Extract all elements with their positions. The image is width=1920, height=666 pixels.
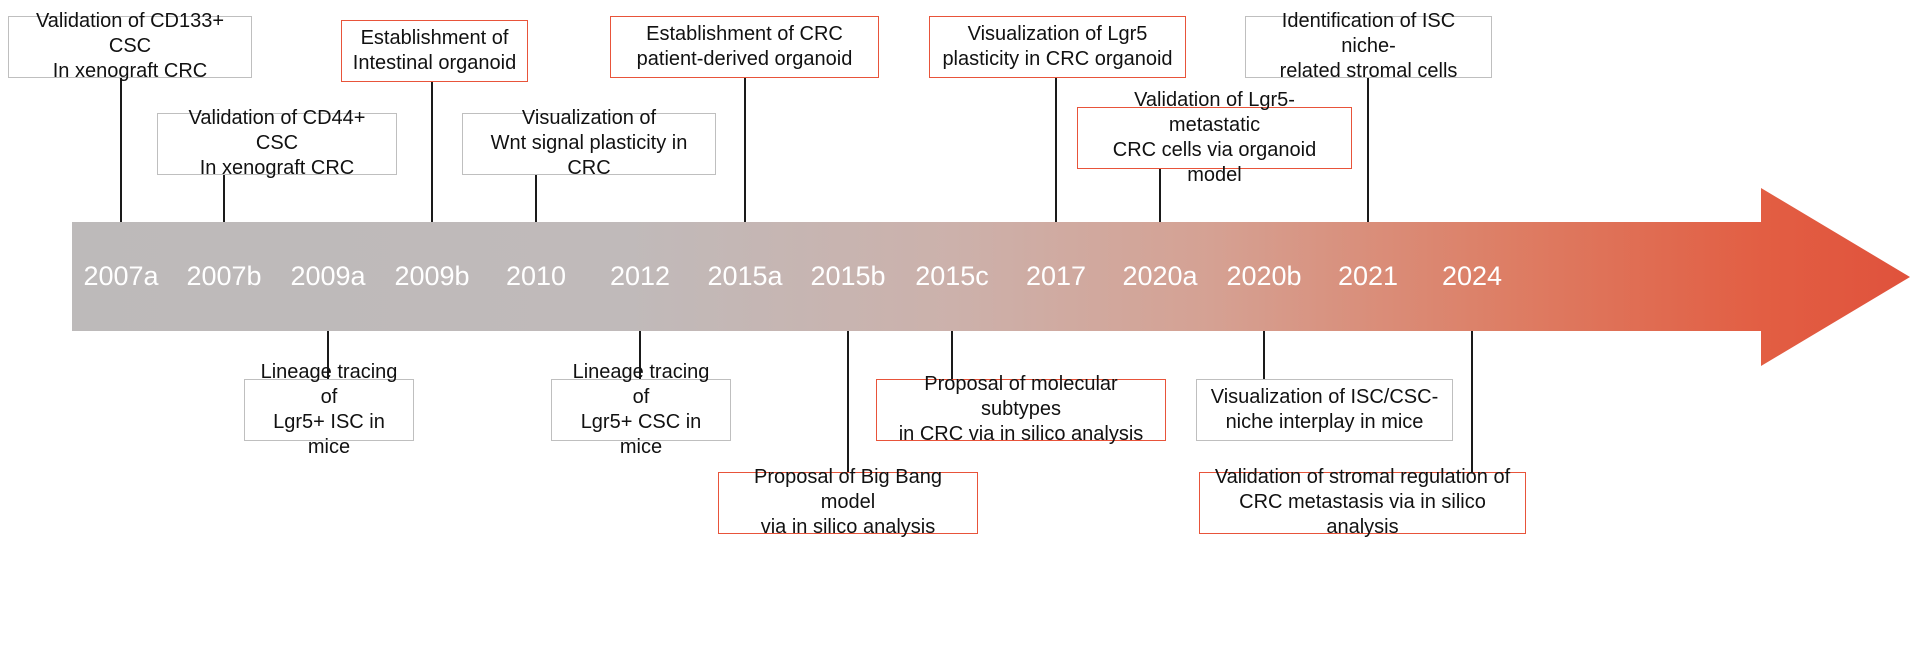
stem-lgr5-neg-metastatic bbox=[1159, 169, 1161, 222]
event-box-label-isc-csc-niche-interplay: Visualization of ISC/CSC- niche interpla… bbox=[1210, 385, 1439, 433]
stem-wnt-plasticity bbox=[535, 175, 537, 222]
year-label-2009a: 2009a bbox=[290, 261, 366, 291]
event-box-isc-niche-stromal: Identification of ISC niche- related str… bbox=[1245, 10, 1492, 82]
event-box-intestinal-organoid: Establishment of Intestinal organoid bbox=[341, 20, 528, 82]
event-box-crc-pdo: Establishment of CRC patient-derived org… bbox=[610, 16, 879, 78]
stem-isc-csc-niche-interplay bbox=[1263, 331, 1265, 379]
event-box-lineage-isc-mice: Lineage tracing of Lgr5+ ISC in mice bbox=[244, 361, 414, 458]
event-box-label-crc-pdo: Establishment of CRC patient-derived org… bbox=[636, 22, 853, 70]
stem-intestinal-organoid bbox=[431, 82, 433, 222]
year-label-2012: 2012 bbox=[609, 261, 671, 291]
event-box-molecular-subtypes: Proposal of molecular subtypes in CRC vi… bbox=[876, 373, 1166, 445]
stem-crc-pdo bbox=[744, 78, 746, 222]
stem-lineage-isc-mice bbox=[327, 331, 329, 379]
year-label-2015a: 2015a bbox=[707, 261, 783, 291]
event-box-lgr5-neg-metastatic: Validation of Lgr5- metastatic CRC cells… bbox=[1077, 89, 1352, 186]
event-box-label-cd44-xenograft: Validation of CD44+ CSC In xenograft CRC bbox=[188, 107, 366, 179]
event-box-stromal-regulation-metastasis: Validation of stromal regulation of CRC … bbox=[1199, 466, 1526, 538]
year-label-2017: 2017 bbox=[1025, 261, 1087, 291]
event-box-label-isc-niche-stromal: Identification of ISC niche- related str… bbox=[1279, 10, 1458, 82]
year-label-2021: 2021 bbox=[1337, 261, 1399, 291]
year-label-2020b: 2020b bbox=[1226, 261, 1302, 291]
stem-stromal-regulation-metastasis bbox=[1471, 331, 1473, 472]
event-box-label-wnt-plasticity: Visualization of Wnt signal plasticity i… bbox=[490, 107, 688, 179]
event-box-label-big-bang-model: Proposal of Big Bang model via in silico… bbox=[754, 466, 942, 538]
event-box-label-lgr5-plasticity-organoid: Visualization of Lgr5 plasticity in CRC … bbox=[942, 22, 1173, 70]
event-box-wnt-plasticity: Visualization of Wnt signal plasticity i… bbox=[462, 107, 716, 179]
event-box-label-lineage-isc-mice: Lineage tracing of Lgr5+ ISC in mice bbox=[260, 360, 398, 458]
stem-cd44-xenograft bbox=[223, 175, 225, 222]
year-label-2010: 2010 bbox=[505, 261, 567, 291]
event-box-big-bang-model: Proposal of Big Bang model via in silico… bbox=[718, 466, 978, 538]
event-box-cd133-xenograft: Validation of CD133+ CSC In xenograft CR… bbox=[8, 10, 252, 82]
year-label-2009b: 2009b bbox=[394, 261, 470, 291]
year-label-2024: 2024 bbox=[1441, 261, 1503, 291]
event-box-label-cd133-xenograft: Validation of CD133+ CSC In xenograft CR… bbox=[35, 10, 225, 82]
event-box-label-molecular-subtypes: Proposal of molecular subtypes in CRC vi… bbox=[898, 373, 1144, 445]
year-label-2007a: 2007a bbox=[83, 261, 159, 291]
event-box-label-intestinal-organoid: Establishment of Intestinal organoid bbox=[352, 26, 517, 74]
year-label-2015c: 2015c bbox=[915, 261, 989, 291]
stem-cd133-xenograft bbox=[120, 78, 122, 222]
year-label-2007b: 2007b bbox=[186, 261, 262, 291]
event-box-isc-csc-niche-interplay: Visualization of ISC/CSC- niche interpla… bbox=[1196, 379, 1453, 441]
stem-isc-niche-stromal bbox=[1367, 78, 1369, 222]
stem-lgr5-plasticity-organoid bbox=[1055, 78, 1057, 222]
event-box-cd44-xenograft: Validation of CD44+ CSC In xenograft CRC bbox=[157, 107, 397, 179]
event-box-label-lineage-csc-mice: Lineage tracing of Lgr5+ CSC in mice bbox=[572, 360, 710, 458]
event-box-lgr5-plasticity-organoid: Visualization of Lgr5 plasticity in CRC … bbox=[929, 16, 1186, 78]
event-box-label-lgr5-neg-metastatic: Validation of Lgr5- metastatic CRC cells… bbox=[1112, 88, 1317, 186]
stem-big-bang-model bbox=[847, 331, 849, 472]
year-label-2020a: 2020a bbox=[1122, 261, 1198, 291]
year-label-2015b: 2015b bbox=[810, 261, 886, 291]
stem-lineage-csc-mice bbox=[639, 331, 641, 379]
event-box-lineage-csc-mice: Lineage tracing of Lgr5+ CSC in mice bbox=[551, 361, 731, 458]
stem-molecular-subtypes bbox=[951, 331, 953, 379]
event-box-label-stromal-regulation-metastasis: Validation of stromal regulation of CRC … bbox=[1214, 466, 1511, 538]
